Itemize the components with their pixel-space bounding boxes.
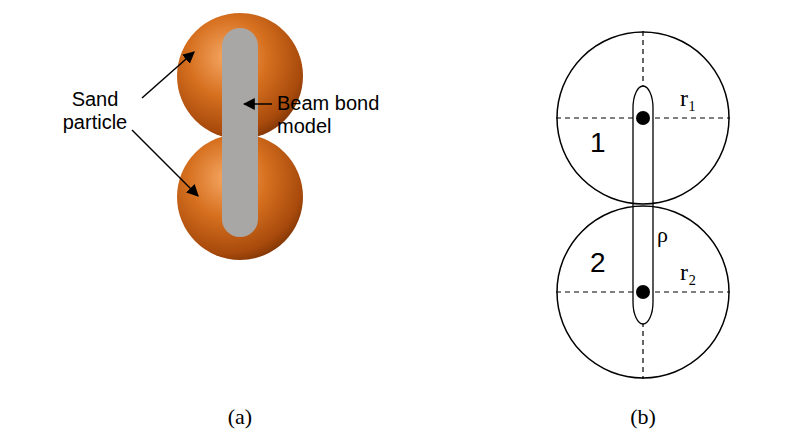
radius-label: r₁ [680,85,696,112]
center-dot [636,111,650,125]
leader-arrow [132,130,198,196]
part-label: Beam bond model [277,92,385,138]
particle-circle: 2 r₂ [556,205,730,379]
leader-arrow [244,103,272,105]
radius-label: r₂ [680,259,696,286]
circle-outline [556,31,730,205]
contact-symbol: ρ [657,222,687,248]
bond-capsule [633,86,653,324]
dashed-axes [556,31,730,379]
beam-bond-bar [222,28,258,237]
particle-number: 1 [590,127,606,159]
center-dot [636,285,650,299]
circle-outline [556,205,730,379]
panel-label: (a) [200,404,280,430]
panel-label: (b) [603,404,683,430]
leader-arrow [142,52,194,98]
particle-number: 2 [590,247,606,279]
part-label: Sand particle [52,88,138,134]
particle-circle: 1 r₁ [556,31,730,205]
